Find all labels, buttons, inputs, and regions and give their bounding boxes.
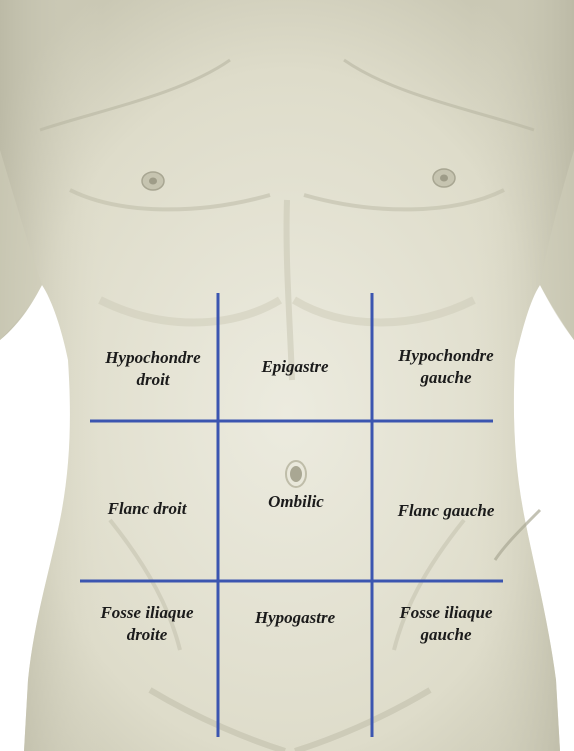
- label-line: Flanc droit: [80, 498, 214, 520]
- label-line: Hypochondre: [88, 347, 218, 369]
- label-line: Flanc gauche: [378, 500, 514, 522]
- left-nipple-center: [440, 175, 448, 182]
- label-ombilic: Ombilic: [226, 491, 366, 513]
- label-fosse-iliaque-droite: Fosse iliaque droite: [78, 602, 216, 646]
- label-line: droite: [78, 624, 216, 646]
- label-hypochondre-gauche: Hypochondre gauche: [378, 345, 514, 389]
- label-hypogastre: Hypogastre: [224, 607, 366, 629]
- label-flanc-gauche: Flanc gauche: [378, 500, 514, 522]
- label-line: droit: [88, 369, 218, 391]
- umbilicus: [290, 466, 302, 482]
- label-line: Fosse iliaque: [378, 602, 514, 624]
- label-line: gauche: [378, 367, 514, 389]
- label-line: Hypochondre: [378, 345, 514, 367]
- label-epigastre: Epigastre: [222, 356, 368, 378]
- label-line: Fosse iliaque: [78, 602, 216, 624]
- label-line: Hypogastre: [224, 607, 366, 629]
- label-line: gauche: [378, 624, 514, 646]
- label-hypochondre-droit: Hypochondre droit: [88, 347, 218, 391]
- label-line: Ombilic: [226, 491, 366, 513]
- label-line: Epigastre: [222, 356, 368, 378]
- right-nipple-center: [149, 178, 157, 185]
- label-flanc-droit: Flanc droit: [80, 498, 214, 520]
- label-fosse-iliaque-gauche: Fosse iliaque gauche: [378, 602, 514, 646]
